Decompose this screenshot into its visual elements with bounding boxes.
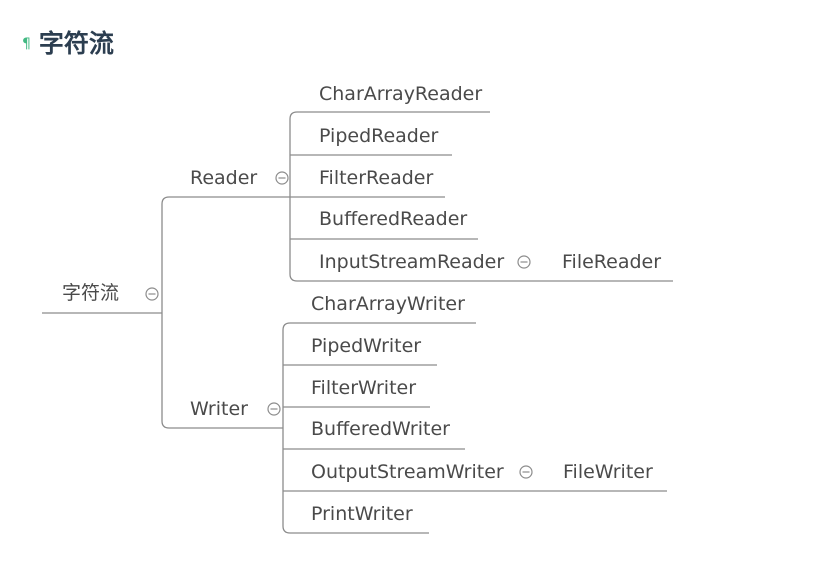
- leaf-label: OutputStreamWriter: [311, 461, 504, 483]
- leaf-node-pipedreader: PipedReader: [290, 125, 452, 156]
- leaf-label: CharArrayReader: [319, 83, 482, 105]
- anchor-icon[interactable]: ¶: [22, 36, 31, 52]
- writer-collapse-toggle[interactable]: [267, 402, 281, 416]
- leaf-label: FilterWriter: [311, 377, 416, 399]
- connector-writer-up: [282, 322, 291, 428]
- connector-writer-down: [282, 428, 291, 534]
- branch-node-writer: Writer: [190, 398, 248, 420]
- leaf-label: FilterReader: [319, 167, 433, 189]
- leaf-node-outputstreamwriter: OutputStreamWriter: [283, 461, 667, 492]
- leaf-label: PipedWriter: [311, 335, 421, 357]
- root-label: 字符流: [62, 282, 119, 304]
- root-node: 字符流: [42, 282, 162, 314]
- leaf-node-filewriter: FileWriter: [563, 461, 653, 483]
- leaf-node-bufferedreader: BufferedReader: [290, 208, 478, 240]
- branch-label-reader: Reader: [190, 167, 257, 189]
- leaf-label: CharArrayWriter: [311, 293, 465, 315]
- branch-label-writer: Writer: [190, 398, 248, 420]
- outputstreamwriter-collapse-toggle[interactable]: [519, 465, 533, 479]
- section-heading: ¶ 字符流: [22, 24, 114, 60]
- leaf-label: BufferedWriter: [311, 418, 450, 440]
- leaf-label: FileReader: [562, 251, 661, 273]
- connector-reader-up: [289, 111, 298, 197]
- leaf-node-pipedwriter: PipedWriter: [283, 335, 437, 366]
- leaf-node-inputstreamreader: InputStreamReader: [297, 251, 673, 282]
- leaf-label: BufferedReader: [319, 208, 467, 230]
- leaf-label: PipedReader: [319, 125, 439, 147]
- leaf-node-filterwriter: FilterWriter: [283, 377, 430, 408]
- reader-collapse-toggle[interactable]: [275, 171, 289, 185]
- leaf-node-chararraywriter: CharArrayWriter: [290, 293, 476, 324]
- leaf-node-printwriter: PrintWriter: [290, 503, 429, 534]
- branch-node-reader: Reader: [190, 167, 257, 189]
- leaf-node-bufferedwriter: BufferedWriter: [283, 418, 465, 450]
- leaf-label: PrintWriter: [311, 503, 413, 525]
- leaf-label: InputStreamReader: [319, 251, 504, 273]
- connector-root-reader: [161, 196, 290, 313]
- root-collapse-toggle[interactable]: [145, 287, 159, 301]
- leaf-label: FileWriter: [563, 461, 653, 483]
- inputstreamreader-collapse-toggle[interactable]: [517, 255, 531, 269]
- leaf-node-filterreader: FilterReader: [290, 167, 445, 198]
- connector-root-writer: [161, 313, 283, 429]
- leaf-node-chararrayreader: CharArrayReader: [297, 83, 490, 113]
- page-title: 字符流: [38, 29, 114, 58]
- connector-reader-down: [289, 197, 298, 282]
- leaf-node-filereader: FileReader: [562, 251, 661, 273]
